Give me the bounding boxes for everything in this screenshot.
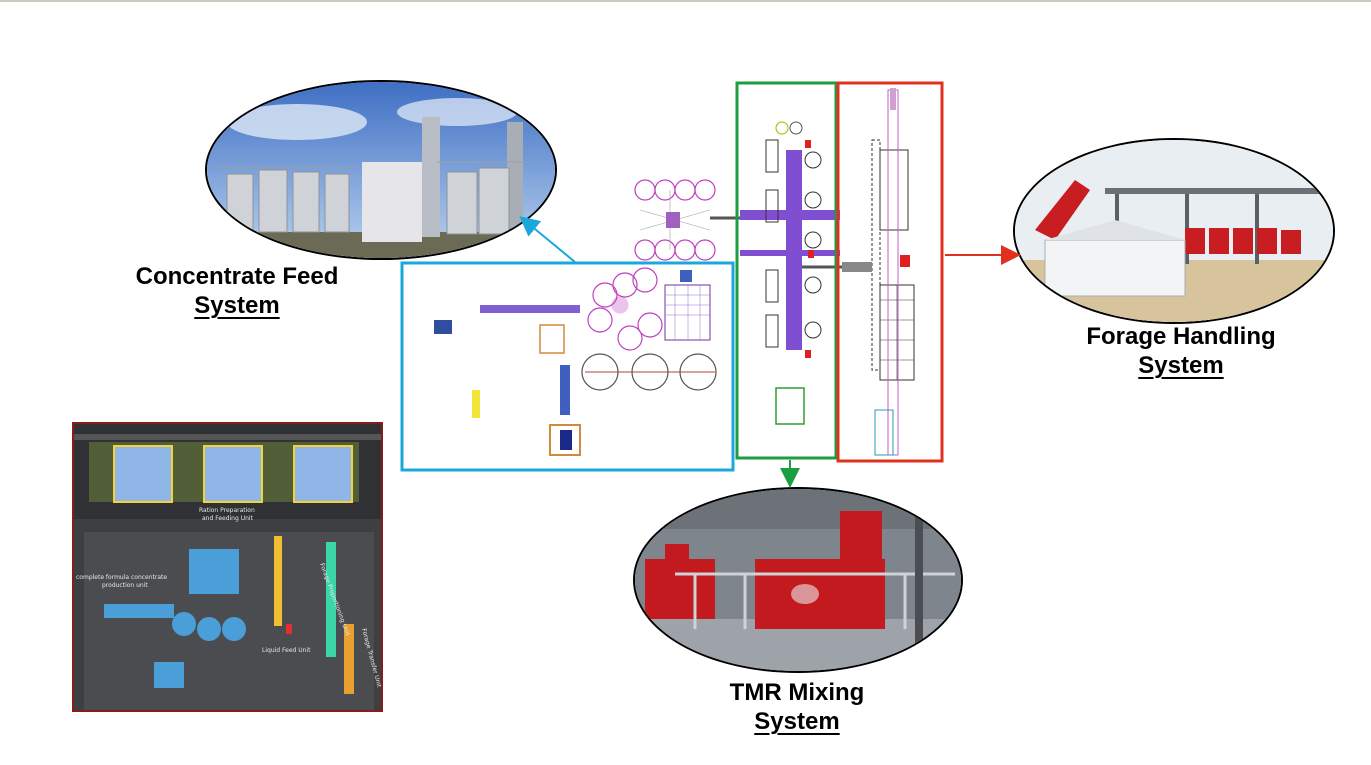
render-label-ration: Ration Preparation [199, 507, 255, 514]
top-divider [0, 0, 1371, 2]
render-label-concentrate-1: complete formula concentrate [76, 574, 167, 581]
concentrate-feed-label-line1: Concentrate Feed [135, 263, 339, 290]
forage-handling-label-line1: Forage Handling [1086, 323, 1276, 350]
render-label-concentrate-2: production unit [102, 582, 148, 589]
concentrate-feed-label-line2: System [194, 292, 280, 319]
concentrate-arrow [519, 216, 576, 263]
concentrate-feed-label: Concentrate Feed System [112, 262, 362, 320]
plant-3d-render: Ration Preparation and Feeding Unit comp… [72, 422, 383, 712]
forage-handling-photo [1013, 138, 1335, 324]
render-label-liquid-feed: Liquid Feed Unit [262, 647, 311, 654]
forage-handling-label-line2: System [1138, 352, 1224, 379]
render-label-feeding: and Feeding Unit [202, 515, 254, 522]
tmr-mixing-label-line2: System [754, 708, 840, 735]
tmr-mixing-label: TMR Mixing System [672, 678, 922, 736]
plant-layout-drawing [400, 80, 945, 475]
forage-handling-label: Forage Handling System [1056, 322, 1306, 380]
tmr-mixing-label-line1: TMR Mixing [729, 679, 865, 706]
concentrate-feed-photo [205, 80, 557, 260]
